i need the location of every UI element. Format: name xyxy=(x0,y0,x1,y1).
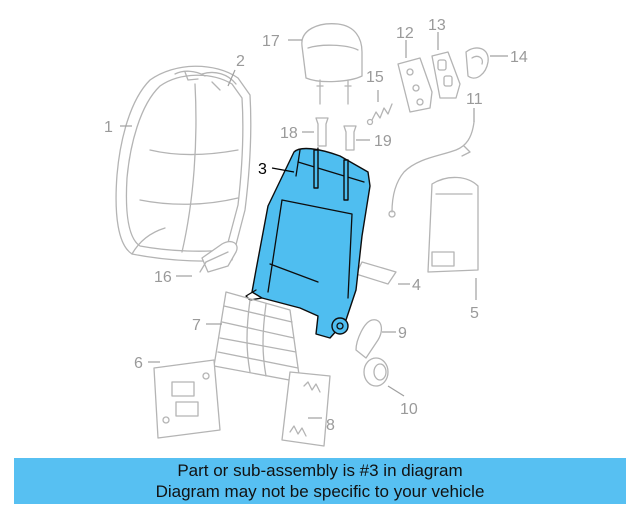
callout-13: 13 xyxy=(428,17,446,34)
callout-14: 14 xyxy=(510,49,528,66)
seat-back-cushion xyxy=(115,65,252,262)
part-18-guide xyxy=(315,117,329,147)
parts-diagram: 1 2 3 4 5 6 7 8 9 10 11 12 13 14 15 16 1… xyxy=(104,17,528,447)
part-15-spring xyxy=(366,103,393,126)
part-11-cable xyxy=(388,121,475,218)
callout-8: 8 xyxy=(326,417,335,434)
banner-line-2: Diagram may not be specific to your vehi… xyxy=(155,482,485,501)
part-4-trim xyxy=(355,261,397,285)
callout-18: 18 xyxy=(280,125,298,142)
callout-2: 2 xyxy=(236,53,245,70)
callout-12: 12 xyxy=(396,25,414,42)
callout-19: 19 xyxy=(374,133,392,150)
callout-17: 17 xyxy=(262,33,280,50)
callout-1: 1 xyxy=(104,119,113,136)
callout-9: 9 xyxy=(398,325,407,342)
part-7-suspension-mat xyxy=(213,291,301,383)
callout-6: 6 xyxy=(134,355,143,372)
callout-3: 3 xyxy=(258,161,267,178)
callout-16: 16 xyxy=(154,269,172,286)
callout-4: 4 xyxy=(412,277,421,294)
leader-lines xyxy=(120,32,508,419)
part-5-back-panel xyxy=(427,176,479,273)
callout-10: 10 xyxy=(400,401,418,418)
callout-7: 7 xyxy=(192,317,201,334)
callout-5: 5 xyxy=(470,305,479,322)
part-16-bracket xyxy=(199,240,238,273)
part-14-knob-cover xyxy=(465,47,489,79)
part-6-lumbar xyxy=(153,359,221,439)
part-13-switch-panel xyxy=(431,51,461,99)
part-17-headrest xyxy=(301,23,363,105)
part-8-springs xyxy=(281,371,331,447)
callout-labels: 1 2 3 4 5 6 7 8 9 10 11 12 13 14 15 16 1… xyxy=(104,17,528,434)
banner-line-1: Part or sub-assembly is #3 in diagram xyxy=(177,461,463,480)
part-10-knob xyxy=(363,357,389,387)
part-3-seat-frame xyxy=(245,147,371,339)
part-9-lever xyxy=(355,319,383,359)
callout-15: 15 xyxy=(366,69,384,86)
part-12-switch-panel xyxy=(397,57,433,113)
part-19-guide xyxy=(343,125,357,151)
info-banner: Part or sub-assembly is #3 in diagram Di… xyxy=(14,458,626,504)
callout-11: 11 xyxy=(466,91,483,108)
